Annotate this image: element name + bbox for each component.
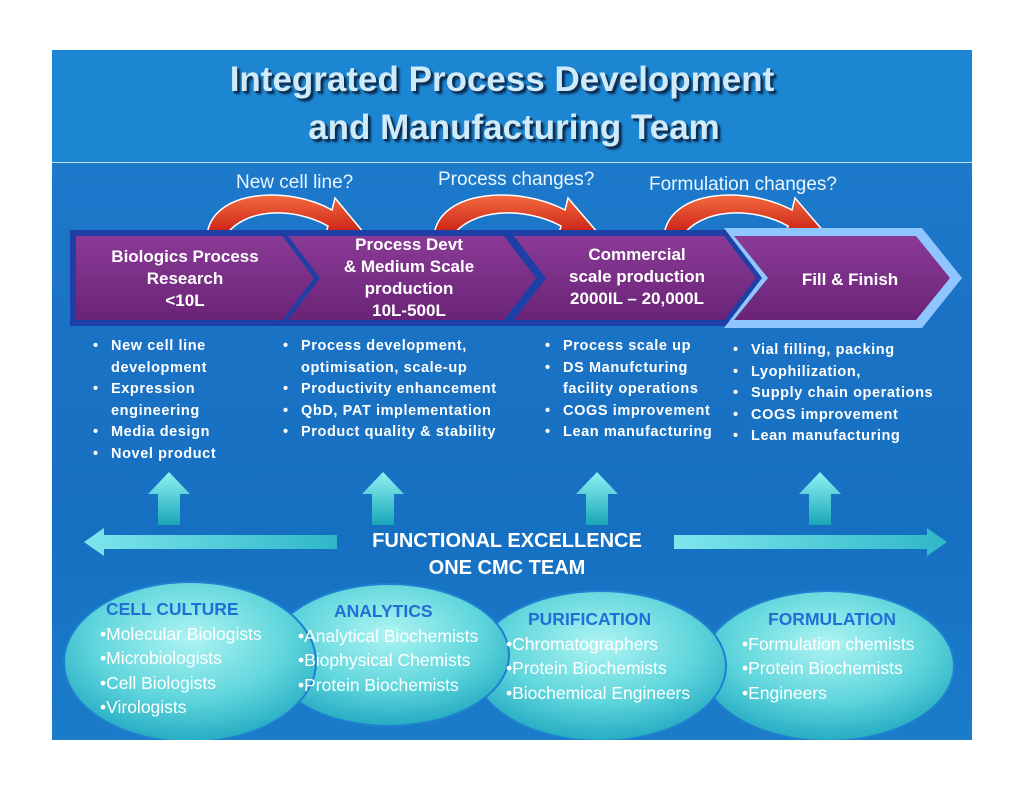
- team-member: •Molecular Biologists: [100, 623, 262, 644]
- up-arrow-icon: [799, 472, 841, 525]
- list-item: Product quality & stability: [278, 422, 528, 444]
- curved-arrow-icon: [433, 194, 600, 241]
- list-item: DS Manufcturing facility operations: [540, 358, 740, 401]
- list-item: Expression engineering: [88, 379, 278, 422]
- double-arrow-icon: [84, 528, 947, 556]
- list-item: Process development, optimisation, scale…: [278, 336, 528, 379]
- team-member: •Chromatographers: [506, 633, 659, 654]
- bullets-fill-finish: Vial filling, packing Lyophilization, Su…: [728, 340, 968, 448]
- up-arrow-icon: [576, 472, 618, 525]
- team-purification: PURIFICATION •Chromatographers •Protein …: [506, 607, 690, 705]
- stage-label-research: Biologics Process Research <10L: [111, 247, 259, 310]
- list-item: New cell line development: [88, 336, 278, 379]
- up-arrow-icon: [362, 472, 404, 525]
- team-member: •Virologists: [100, 697, 187, 717]
- team-member: •Engineers: [742, 682, 827, 703]
- team-analytics: ANALYTICS •Analytical Biochemists •Bioph…: [298, 599, 478, 697]
- team-member: •Formulation chemists: [742, 633, 915, 654]
- team-formulation: FORMULATION •Formulation chemists •Prote…: [742, 607, 914, 705]
- team-heading: FORMULATION: [768, 609, 896, 629]
- bullets-commercial: Process scale up DS Manufcturing facilit…: [540, 336, 740, 444]
- team-member: •Protein Biochemists: [742, 658, 903, 678]
- team-cell-culture: CELL CULTURE •Molecular Biologists •Micr…: [100, 597, 262, 720]
- team-member: •Biochemical Engineers: [506, 682, 691, 703]
- list-item: Productivity enhancement: [278, 379, 528, 401]
- title-band: [52, 50, 972, 163]
- bullets-process-devt: Process development, optimisation, scale…: [278, 336, 528, 444]
- stage-chevron-research: [70, 230, 324, 326]
- list-item: Lyophilization,: [728, 362, 968, 384]
- title-line-2: and Manufacturing Team: [308, 108, 720, 147]
- up-arrow-icon: [148, 472, 190, 525]
- stage-label-commercial: Commercial scale production 2000IL – 20,…: [568, 245, 706, 308]
- title-line-1: Integrated Process Development: [229, 60, 775, 99]
- team-member: •Microbiologists: [100, 648, 222, 668]
- team-member: •Biophysical Chemists: [298, 650, 471, 670]
- list-item: QbD, PAT implementation: [278, 401, 528, 423]
- question-process-changes: Process changes?: [438, 169, 595, 190]
- curved-arrow-icon: [206, 194, 366, 241]
- slide: Integrated Process Development and Manuf…: [52, 50, 972, 740]
- stage-label-fill-finish: Fill & Finish: [801, 270, 899, 289]
- team-heading: CELL CULTURE: [106, 599, 239, 619]
- connector-arrows: [84, 472, 947, 556]
- list-item: Media design: [88, 422, 278, 444]
- bullets-research: New cell line development Expression eng…: [88, 336, 278, 465]
- team-member: •Cell Biologists: [100, 672, 217, 693]
- list-item: Process scale up: [540, 336, 740, 358]
- list-item: COGS improvement: [540, 401, 740, 423]
- team-member: •Protein Biochemists: [506, 658, 667, 678]
- list-item: Novel product: [88, 444, 278, 466]
- team-member: •Protein Biochemists: [298, 674, 459, 695]
- stage-chevron-process-devt: [278, 230, 546, 326]
- list-item: Vial filling, packing: [728, 340, 968, 362]
- list-item: Lean manufacturing: [540, 422, 740, 444]
- list-item: COGS improvement: [728, 405, 968, 427]
- functional-excellence-line-1: FUNCTIONAL EXCELLENCE: [372, 530, 642, 552]
- question-formulation-changes: Formulation changes?: [649, 174, 837, 195]
- stage-chevron-commercial: [504, 230, 766, 326]
- team-ellipse-cell-culture: [63, 581, 317, 740]
- list-item: Supply chain operations: [728, 383, 968, 405]
- question-new-cell-line: New cell line?: [236, 172, 354, 193]
- process-chevrons: [70, 228, 962, 328]
- curved-arrows: [206, 194, 827, 241]
- team-heading: ANALYTICS: [334, 601, 433, 621]
- list-item: Lean manufacturing: [728, 426, 968, 448]
- curved-arrow-icon: [663, 194, 827, 241]
- functional-excellence-line-2: ONE CMC TEAM: [428, 557, 586, 579]
- team-member: •Analytical Biochemists: [298, 625, 479, 646]
- team-heading: PURIFICATION: [528, 609, 652, 629]
- stage-label-process-devt: Process Devt & Medium Scale production 1…: [343, 235, 475, 320]
- team-ellipses: [63, 581, 955, 740]
- stage-chevron-fill-finish: [724, 228, 962, 328]
